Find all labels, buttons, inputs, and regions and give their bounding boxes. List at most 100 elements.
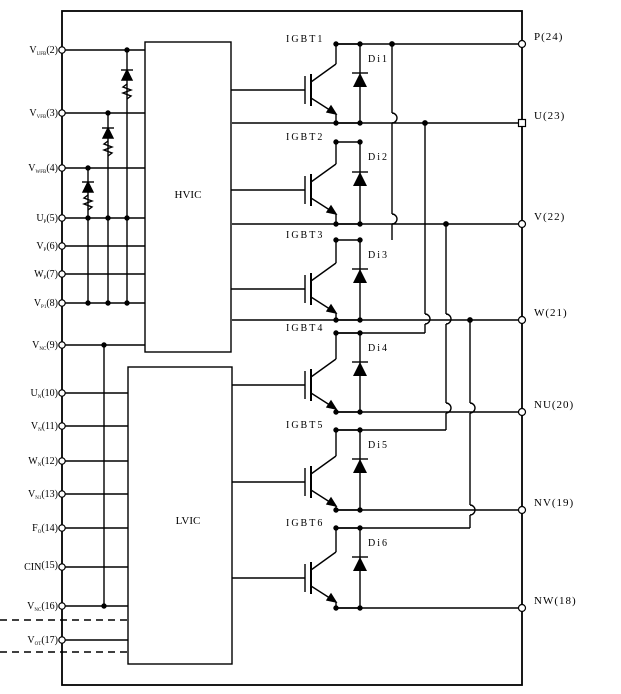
left-pin-label: FO(14) (32, 523, 58, 535)
lvic-label: LVIC (176, 515, 201, 527)
pin-subscript: OT (35, 642, 42, 647)
right-pin-label: P(24) (534, 31, 563, 43)
right-pin-terminal (517, 118, 527, 128)
left-pin-label: VNC(9) (32, 340, 58, 352)
left-pin-terminal (58, 422, 66, 430)
igbt-label: IGBT3 (286, 230, 324, 241)
pin-subscript: P (44, 276, 47, 281)
pin-name: W (34, 269, 44, 280)
left-pin-terminal (58, 490, 66, 498)
pin-subscript: UFB (37, 52, 47, 57)
igbt-label: IGBT4 (286, 323, 324, 334)
pin-subscript: N (38, 463, 42, 468)
pin-name: V (29, 108, 37, 119)
pin-number: (8) (46, 298, 58, 309)
left-pin-label: VP(6) (36, 241, 58, 253)
right-pin-group: P(24)U(23)V(22)W(21)NU(20)NV(19)NW(18) (517, 31, 576, 613)
igbt-label: IGBT6 (286, 518, 324, 529)
left-pin-label: VVFB(3) (29, 108, 58, 120)
left-pin-terminal (58, 524, 66, 532)
right-pin-label: U(23) (534, 110, 565, 122)
diode-label: Di6 (368, 538, 389, 549)
left-pin-label: VN(11) (31, 421, 58, 433)
left-pin-terminal (58, 109, 66, 117)
diode-symbol (336, 332, 368, 413)
diode-symbol (336, 141, 368, 225)
diode-symbol (336, 43, 368, 124)
left-pin-label: WP(7) (34, 269, 58, 281)
pin-number: (2) (46, 45, 58, 56)
pin-number: (17) (41, 635, 58, 646)
left-pin-label: VNC(16) (27, 601, 58, 613)
pin-number: (4) (46, 163, 58, 174)
diode-label: Di3 (368, 250, 389, 261)
pin-number: (14) (41, 523, 58, 534)
pin-number: (5) (46, 213, 58, 224)
pin-name: V (28, 489, 36, 500)
left-pin-terminal (58, 457, 66, 465)
diode-label: Di1 (368, 54, 389, 65)
left-pin-terminal (58, 214, 66, 222)
pin-number: (16) (41, 601, 58, 612)
pin-number: (6) (46, 241, 58, 252)
pin-number: (9) (46, 340, 58, 351)
igbt-symbol (304, 163, 338, 216)
pin-number: (12) (41, 456, 58, 467)
igbt-label: IGBT2 (286, 132, 324, 143)
left-pin-terminal (58, 602, 66, 610)
pin-name: V (34, 298, 42, 309)
left-pin-terminal (58, 341, 66, 349)
igbt-symbol (304, 455, 338, 508)
left-pin-terminal (58, 636, 66, 644)
left-pin-label: VWFB(4) (28, 163, 58, 175)
pin-subscript: NC (34, 608, 42, 613)
pin-subscript: VFB (37, 115, 47, 120)
pin-number: (11) (42, 421, 58, 432)
hvic-block (144, 41, 232, 353)
pin-number: (10) (41, 388, 58, 399)
igbt-symbol (304, 358, 338, 411)
diode-symbol (336, 527, 368, 609)
right-pin-label: W(21) (534, 307, 568, 319)
pin-name: V (27, 635, 35, 646)
left-pin-label: VP1(8) (34, 298, 58, 310)
igbt-label: IGBT1 (286, 34, 324, 45)
diode-label: Di2 (368, 152, 389, 163)
pin-name: W (28, 456, 38, 467)
left-pin-terminal (58, 389, 66, 397)
pin-name: U (30, 388, 38, 399)
pin-subscript: N (38, 428, 42, 433)
left-pin-terminal (58, 242, 66, 250)
right-pin-terminal (517, 603, 527, 613)
left-pin-label: VN1(13) (28, 489, 58, 501)
bootstrap-circuit (62, 47, 145, 609)
left-pin-terminal (58, 164, 66, 172)
pin-name: V (36, 241, 44, 252)
pin-name: CIN (24, 562, 41, 573)
right-pin-label: V(22) (534, 211, 565, 223)
pin-name: V (32, 340, 40, 351)
diode-label: Di5 (368, 440, 389, 451)
igbt-cells: IGBT1Di1IGBT2Di2IGBT3Di3IGBT4Di4IGBT5Di5… (231, 34, 389, 611)
igbt-symbol (304, 63, 338, 116)
left-pin-label: UN(10) (30, 388, 58, 400)
left-pin-group: VUFB(2)VVFB(3)VWFB(4)UP(5)VP(6)WP(7)VP1(… (24, 45, 66, 647)
pin-subscript: O (38, 530, 42, 535)
pin-number: (15) (41, 560, 58, 571)
pin-name: F (32, 523, 38, 534)
left-pin-terminal (58, 299, 66, 307)
pin-name: V (28, 163, 36, 174)
right-pin-terminal (517, 315, 527, 325)
right-pin-terminal (517, 505, 527, 515)
pin-name: V (29, 45, 37, 56)
left-pin-label: VUFB(2) (29, 45, 58, 57)
diode-label: Di4 (368, 343, 389, 354)
pin-subscript: WFB (35, 170, 47, 175)
lvic-inputs (62, 392, 128, 641)
